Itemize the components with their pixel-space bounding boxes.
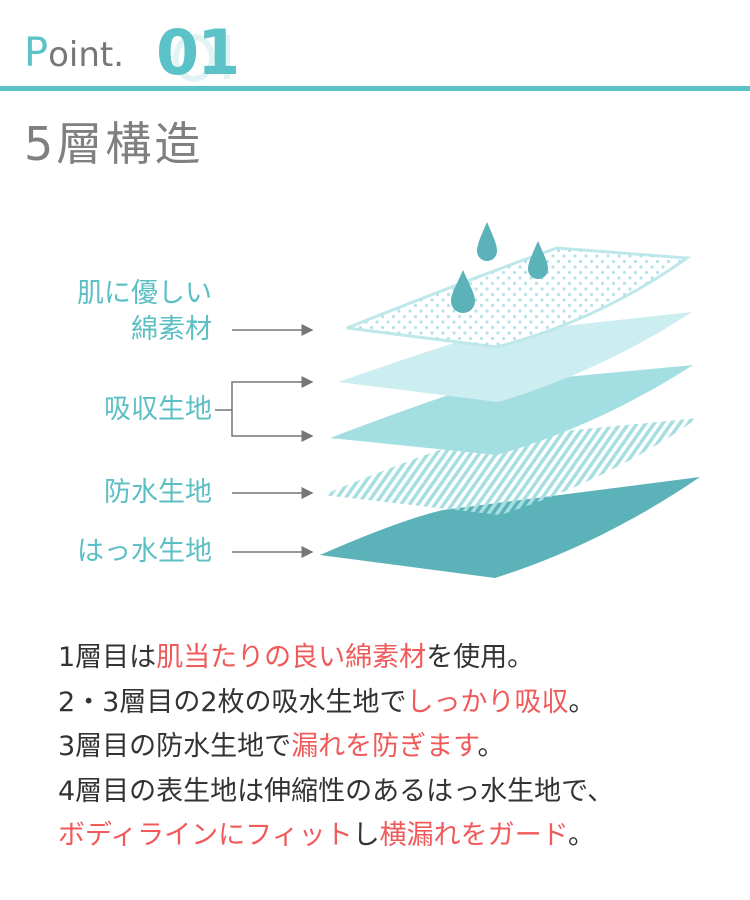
water-drop-icon <box>528 241 548 279</box>
water-drop-icons <box>451 222 548 313</box>
body-text: 。 <box>568 686 596 718</box>
point-rest: oint. <box>48 35 125 75</box>
description-line: 4層目の表生地は伸縮性のあるはっ水生地で、 <box>58 770 614 815</box>
label-cotton: 肌に優しい綿素材 <box>77 276 212 348</box>
label-waterproof: 防水生地 <box>104 477 212 508</box>
layer-3-absorbent <box>330 365 693 455</box>
description-line: ボディラインにフィットし横漏れをガード。 <box>58 814 614 859</box>
point-p: P <box>24 30 49 76</box>
layer-1-dot-pattern <box>347 248 687 347</box>
description-line: 3層目の防水生地で漏れを防ぎます。 <box>58 725 614 770</box>
label-absorbent: 吸収生地 <box>104 394 212 425</box>
body-text: 。 <box>477 731 505 762</box>
highlight-text: ボディラインにフィット <box>58 820 353 851</box>
highlight-text: 肌当たりの良い綿素材 <box>156 642 427 673</box>
label-water-repellent: はっ水生地 <box>77 536 212 567</box>
point-number: 01 <box>156 16 240 89</box>
water-drop-icon <box>477 222 497 261</box>
body-text: を使用。 <box>426 642 535 673</box>
water-drop-icon <box>451 270 475 313</box>
body-text: 2・3層目の2枚の吸水生地で <box>58 686 407 718</box>
label-line: 綿素材 <box>131 314 212 345</box>
layer-2-absorbent <box>338 312 692 402</box>
body-text: 。 <box>568 820 596 851</box>
layer-diagram <box>215 222 700 578</box>
description-line: 2・3層目の2枚の吸水生地でしっかり吸収。 <box>58 681 614 726</box>
body-text: 4層目の表生地は伸縮性のあるはっ水生地で、 <box>58 775 615 807</box>
highlight-text: 横漏れをガード <box>379 820 569 851</box>
point-heading: Point. <box>24 30 124 76</box>
pointer-arrows <box>215 324 314 558</box>
divider <box>0 86 750 91</box>
description-text: 1層目は肌当たりの良い綿素材を使用。2・3層目の2枚の吸水生地でしっかり吸収。3… <box>58 636 614 859</box>
layer-5-water-repellent <box>320 477 700 578</box>
layer-4-waterproof <box>323 418 698 515</box>
body-text: 1層目は <box>58 642 157 673</box>
description-line: 1層目は肌当たりの良い綿素材を使用。 <box>58 636 614 681</box>
label-line: 肌に優しい <box>77 278 212 309</box>
highlight-text: 漏れを防ぎます <box>291 731 478 762</box>
page-title: 5層構造 <box>24 117 204 171</box>
body-text: 3層目の防水生地で <box>58 731 292 762</box>
body-text: し <box>352 820 380 851</box>
highlight-text: しっかり吸収 <box>406 686 569 718</box>
point-number-shadow-decoration <box>173 34 230 82</box>
